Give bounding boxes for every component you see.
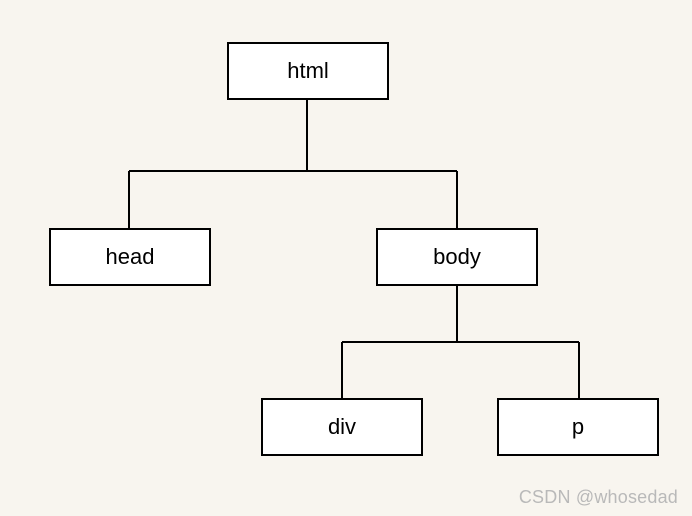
node-p-label: p xyxy=(571,414,585,439)
node-html-label: html xyxy=(287,58,329,83)
node-head-label: head xyxy=(105,244,155,269)
node-p: p xyxy=(497,398,659,456)
node-body-label: body xyxy=(433,244,481,269)
node-head: head xyxy=(49,228,211,286)
node-body: body xyxy=(376,228,538,286)
node-div-label: div xyxy=(327,414,357,439)
node-html: html xyxy=(227,42,389,100)
node-div: div xyxy=(261,398,423,456)
watermark: CSDN @whosedad xyxy=(518,487,678,507)
